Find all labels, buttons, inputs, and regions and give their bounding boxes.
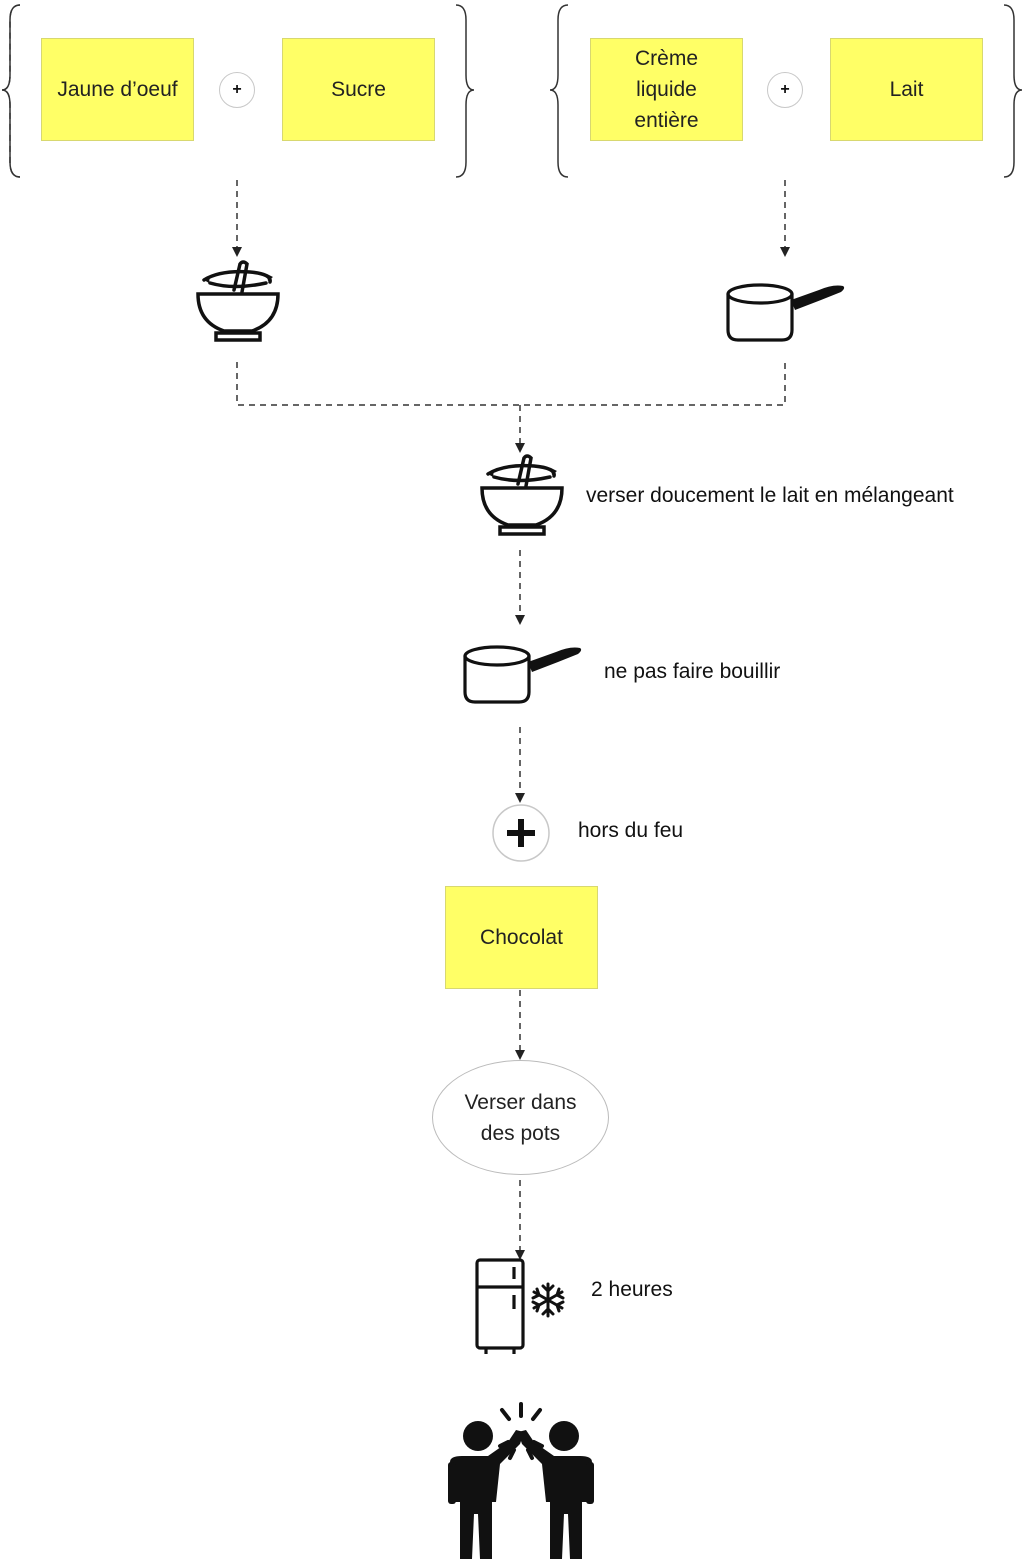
plus-operator-left: + [219, 72, 255, 108]
sticky-sugar-label: Sucre [331, 78, 386, 101]
sticky-cream-label: Crème liquide entière [634, 43, 698, 136]
whisk-bowl-icon [196, 260, 280, 342]
sticky-sugar: Sucre [282, 38, 435, 141]
plus-operator-right-label: + [780, 81, 790, 98]
whisk-bowl-icon [480, 454, 564, 536]
saucepan-icon [463, 645, 582, 704]
sticky-chocolate-label: Chocolat [480, 926, 563, 949]
sticky-cream-line-2: liquide [636, 78, 697, 101]
plus-operator-left-label: + [232, 81, 242, 98]
sticky-cream: Crème liquide entière [590, 38, 743, 141]
sticky-cream-line-1: Crème [634, 47, 698, 70]
snowflake-icon [531, 1282, 565, 1318]
plus-operator-right: + [767, 72, 803, 108]
fridge-icon [475, 1258, 525, 1354]
sticky-milk: Lait [830, 38, 983, 141]
sticky-egg-yolk: Jaune d’oeuf [41, 38, 194, 141]
high-five-icon [448, 1402, 594, 1559]
mix-note: verser doucement le lait en mélangeant [586, 484, 954, 507]
pour-step-line-1: Verser dans [464, 1090, 577, 1114]
heat-note: ne pas faire bouillir [604, 660, 781, 683]
sticky-chocolate: Chocolat [445, 886, 598, 989]
off-heat-note: hors du feu [578, 819, 684, 842]
chill-time: 2 heures [591, 1278, 673, 1301]
sticky-egg-yolk-label: Jaune d’oeuf [57, 78, 178, 101]
right-brace [455, 4, 475, 178]
sticky-milk-label: Lait [889, 78, 924, 101]
pour-step-oval: Verser dans des pots [432, 1060, 609, 1175]
pour-step-text: Verser dans des pots [464, 1087, 576, 1149]
pour-step-line-2: des pots [480, 1121, 561, 1145]
plus-icon [492, 804, 550, 862]
sticky-cream-line-3: entière [634, 109, 699, 132]
saucepan-icon [726, 283, 845, 342]
